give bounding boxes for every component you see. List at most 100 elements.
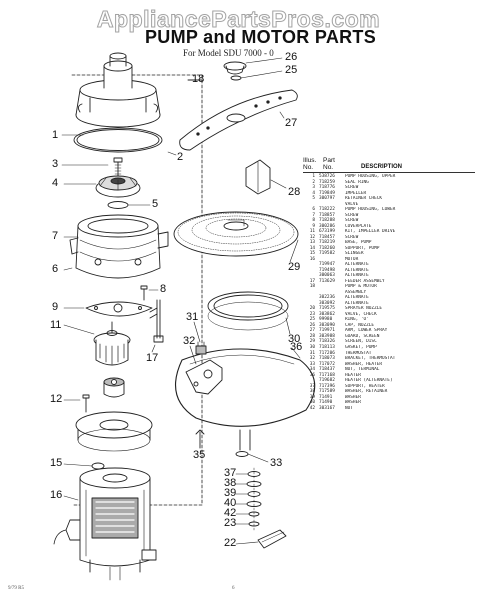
part-description: ALTERNATE — [345, 273, 369, 279]
part-no: 717168 — [319, 372, 335, 378]
part-description: SPRAYER NOZZLE — [345, 306, 383, 312]
part-no: 718260 — [319, 245, 335, 251]
pump-base — [103, 377, 125, 398]
pump-support — [75, 411, 153, 452]
part-description: THERMOSTAT — [345, 350, 372, 356]
coverplate — [85, 301, 153, 317]
part-description: SCREW — [345, 212, 359, 218]
callout-25: 25 — [285, 64, 298, 76]
callout-31: 31 — [186, 311, 199, 323]
feeder-assembly — [149, 299, 164, 343]
part-no: 718437 — [319, 367, 335, 373]
part-no: 718776 — [319, 185, 335, 191]
part-no: 718222 — [319, 207, 335, 213]
part-description: ASSEMBLY — [345, 289, 367, 295]
illus-no: 7 — [312, 212, 315, 218]
part-description: BRACKET, THERMOSTAT — [345, 356, 396, 362]
part-no: 538726 — [319, 174, 335, 179]
illus-no: 31 — [309, 350, 315, 356]
illus-no: 13 — [309, 240, 315, 246]
heater-element — [175, 348, 316, 451]
callout-9: 9 — [52, 301, 59, 313]
check-valve — [257, 529, 287, 549]
callout-8: 8 — [160, 283, 167, 295]
callout-1: 1 — [52, 129, 59, 141]
part-description: GASKET, PUMP — [345, 344, 377, 350]
part-description: WASHER, RETAINER — [345, 389, 388, 395]
illus-no: 33 — [309, 361, 315, 367]
part-description: NUT — [345, 405, 353, 411]
part-description: HEATER (ALTERNATE) — [345, 378, 393, 384]
watermark-logo: AppliancePartsPros.com — [96, 6, 381, 33]
part-no: 719971 — [319, 328, 335, 334]
illus-no: 12 — [309, 234, 315, 240]
part-no: 718857 — [319, 212, 335, 218]
illus-no: 17 — [309, 278, 315, 284]
callout-39: 39 — [224, 487, 237, 499]
part-no: 718259 — [319, 179, 335, 185]
part-description: SUPPORT, HEATER — [345, 383, 385, 389]
callout-32: 32 — [183, 335, 196, 347]
part-description: WASHER — [345, 394, 361, 400]
screw-12 — [82, 394, 90, 413]
part-description: VALVE — [345, 201, 359, 207]
part-no: 719498 — [319, 267, 335, 273]
thermostat — [195, 341, 207, 355]
illus-no: 32 — [309, 356, 315, 362]
part-description: ALTERNATE — [345, 262, 369, 268]
lower-spray-arm — [179, 89, 298, 151]
callout-17: 17 — [146, 352, 159, 364]
callout-30: 30 — [288, 333, 301, 345]
part-description: RETAINER CHECK — [345, 196, 383, 202]
illus-no: 34 — [309, 367, 315, 373]
retainer-check-valve — [107, 201, 129, 209]
model-subtitle: For Model SDU 7000 - 0 — [183, 48, 274, 58]
part-description: HEATER — [345, 372, 361, 378]
callout-5: 5 — [152, 198, 159, 210]
part-no: 719682 — [319, 378, 335, 384]
part-no: 718113 — [319, 344, 335, 350]
part-no: 71491 — [319, 394, 333, 400]
illus-no: 28 — [309, 333, 315, 339]
screen-disc — [173, 211, 299, 257]
callout-42: 42 — [224, 507, 237, 519]
upper-pump-housing — [75, 52, 161, 128]
part-description: WASHER — [345, 400, 361, 406]
col-desc-header: DESCRIPTION — [361, 164, 403, 170]
part-description: PUMP & MOTOR — [345, 284, 377, 290]
illus-no: 5 — [312, 196, 315, 202]
pump-gasket — [207, 291, 289, 331]
impeller — [95, 175, 141, 198]
part-no: 718288 — [319, 218, 335, 224]
part-no: 303092 — [319, 300, 335, 306]
callout-2: 2 — [177, 151, 184, 163]
part-description: SCREEN, DISC — [345, 339, 377, 345]
part-description: SUPPORT, PUMP — [345, 245, 380, 251]
part-description: VALVE, CHECK — [345, 311, 377, 317]
heater-terminal-hardware — [246, 467, 262, 531]
